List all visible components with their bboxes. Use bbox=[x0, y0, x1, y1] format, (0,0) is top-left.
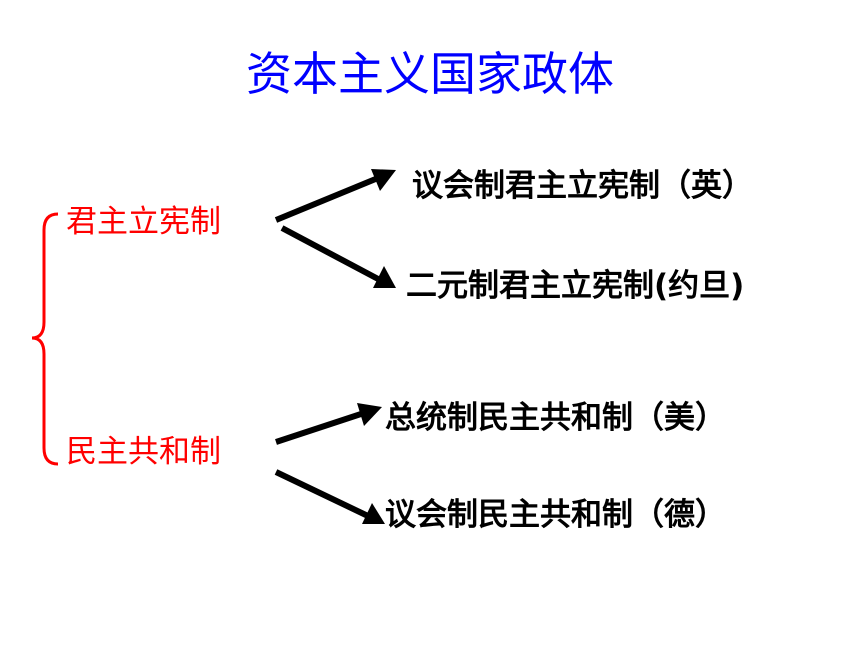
category-constitutional-monarchy: 君主立宪制 bbox=[66, 204, 221, 240]
arrow-to-dual-monarchy bbox=[280, 225, 396, 288]
arrow-to-parliamentary-monarchy bbox=[274, 169, 396, 223]
left-brace bbox=[31, 212, 59, 466]
form-parliamentary-monarchy: 议会制君主立宪制（英） bbox=[412, 168, 753, 204]
form-parliamentary-republic: 议会制民主共和制（德） bbox=[385, 497, 726, 533]
arrow-to-parliamentary-republic bbox=[274, 469, 385, 524]
form-dual-monarchy: 二元制君主立宪制(约旦) bbox=[406, 268, 745, 304]
category-democratic-republic: 民主共和制 bbox=[66, 434, 221, 470]
form-presidential-republic: 总统制民主共和制（美） bbox=[385, 400, 726, 436]
diagram-title: 资本主义国家政体 bbox=[246, 47, 614, 101]
arrow-to-presidential-republic bbox=[275, 403, 382, 445]
